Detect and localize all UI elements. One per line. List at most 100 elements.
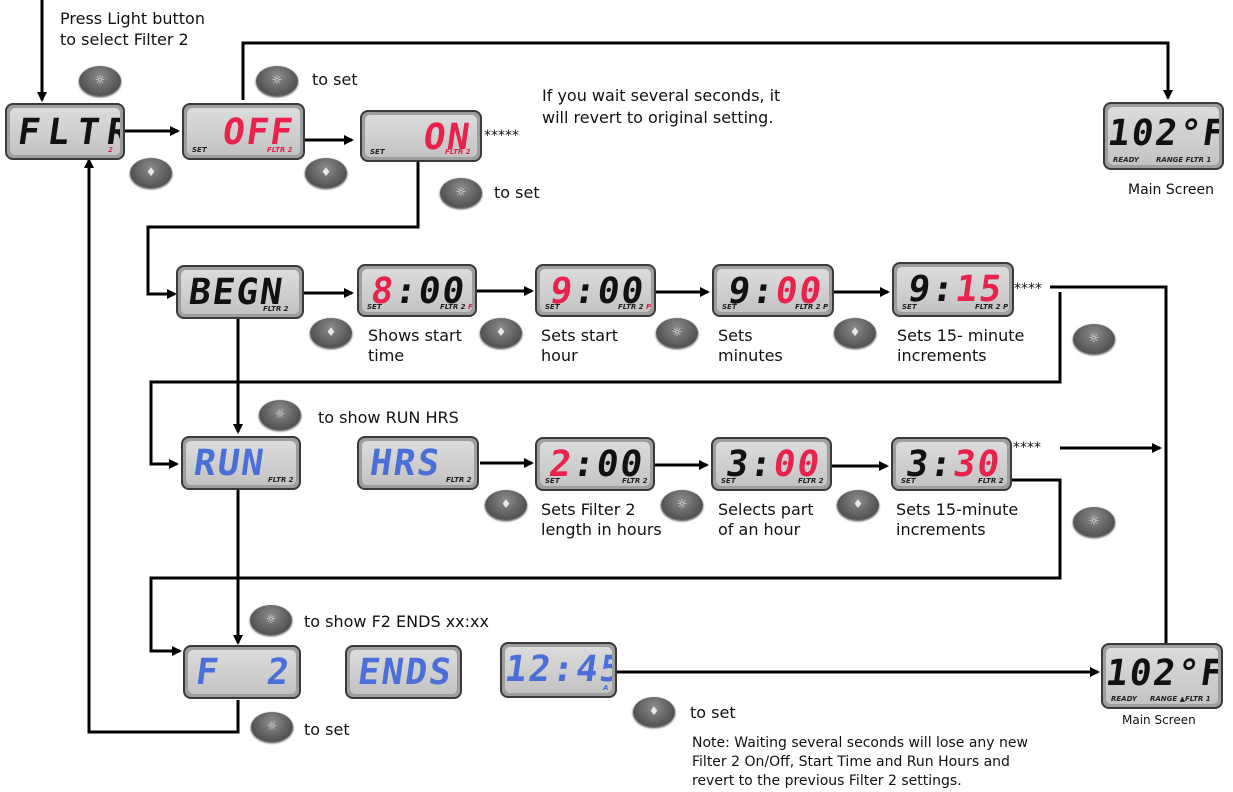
light-button[interactable]: ☼ (250, 605, 292, 635)
filter-indicator: FLTR 2 (795, 303, 821, 311)
arrow-on-begn (146, 160, 420, 299)
caption-filter-len-1: Sets Filter 2 (541, 500, 636, 519)
caption-shows-start-2: time (368, 346, 405, 365)
temp-button[interactable]: ♦ (633, 697, 675, 727)
sun-icon: ☼ (1088, 331, 1100, 345)
set-indicator: SET (722, 303, 737, 311)
main-screen-label-bottom: Main Screen (1122, 713, 1196, 727)
display-hours-200: 2:00 SET FLTR 2 (535, 437, 655, 491)
display-ends: ENDS (345, 645, 462, 699)
ready-indicator: READY (1113, 156, 1139, 164)
light-button[interactable]: ☼ (1073, 324, 1115, 354)
display-hours-300: 3:00 SET FLTR 2 (711, 437, 832, 491)
asterisks-915: **** (1014, 281, 1042, 297)
filter-indicator: FLTR 2 (440, 303, 466, 311)
range-indicator: RANGE ▲FLTR 1 (1150, 695, 1211, 703)
to-set-label-4: to set (690, 703, 736, 722)
asterisks-330: **** (1013, 440, 1041, 456)
temp-button[interactable]: ♦ (310, 318, 352, 348)
display-time-900-minutes: 9:00 SET FLTR 2 P (712, 264, 834, 317)
caption-part-hour-1: Selects part (718, 500, 814, 519)
pm-indicator: P (1003, 303, 1009, 311)
set-indicator: SET (545, 477, 560, 485)
sun-icon: ☼ (671, 325, 683, 339)
display-hours-330: 3:30 SET FLTR 2 (891, 437, 1012, 491)
caption-part-hour-2: of an hour (718, 520, 801, 539)
temp-button[interactable]: ♦ (485, 490, 527, 520)
filter-indicator: FLTR 2 (618, 303, 644, 311)
filter-indicator: FLTR 2 (978, 477, 1004, 485)
temp-button[interactable]: ♦ (130, 158, 172, 188)
drop-icon: ♦ (495, 325, 507, 339)
set-indicator: SET (370, 148, 385, 156)
sun-icon: ☼ (94, 73, 106, 87)
light-button[interactable]: ☼ (251, 712, 293, 742)
caption-start-hour-1: Sets start (541, 326, 618, 345)
display-begn: BEGN FLTR 2 (176, 265, 304, 319)
filter-indicator: FLTR 2 (446, 476, 472, 484)
display-text: 12:45 (505, 649, 612, 690)
to-set-label-1: to set (312, 70, 358, 89)
temp-button[interactable]: ♦ (480, 318, 522, 348)
drop-icon: ♦ (145, 165, 157, 179)
wait-note-2: will revert to original setting. (542, 108, 774, 127)
sun-icon: ☼ (274, 407, 286, 421)
range-indicator: RANGE FLTR 1 (1156, 156, 1212, 164)
filter-indicator: FLTR 2 (268, 476, 294, 484)
sun-icon: ☼ (1088, 514, 1100, 528)
to-show-run-hrs: to show RUN HRS (318, 408, 459, 427)
display-f2: F 2 (183, 645, 301, 699)
temp-button[interactable]: ♦ (837, 490, 879, 520)
filter-indicator: 2 (108, 146, 113, 154)
asterisks-on: ***** (484, 128, 519, 144)
light-button[interactable]: ☼ (440, 178, 482, 208)
light-button[interactable]: ☼ (656, 318, 698, 348)
drop-icon: ♦ (849, 325, 861, 339)
set-indicator: SET (721, 477, 736, 485)
display-text: F 2 (193, 652, 294, 693)
temp-button[interactable]: ♦ (834, 318, 876, 348)
display-time-900-hour: 9:00 SET FLTR 2 P (535, 264, 656, 317)
am-indicator: A (603, 684, 609, 692)
light-button[interactable]: ☼ (79, 66, 121, 96)
light-button[interactable]: ☼ (259, 400, 301, 430)
filter-indicator: FLTR 2 (267, 146, 293, 154)
sun-icon: ☼ (676, 497, 688, 511)
ready-indicator: READY (1111, 695, 1137, 703)
set-indicator: SET (367, 303, 382, 311)
display-text: HRS (367, 443, 444, 484)
display-text: FLTR (15, 112, 120, 153)
note-line-3: revert to the previous Filter 2 settings… (692, 773, 962, 789)
note-line-2: Filter 2 On/Off, Start Time and Run Hour… (692, 754, 1010, 770)
caption-shows-start-1: Shows start (368, 326, 462, 345)
pm-indicator: P (823, 303, 829, 311)
drop-icon: ♦ (500, 497, 512, 511)
display-off: OFF SET FLTR 2 (182, 103, 305, 160)
display-main-bottom: 102°F READY RANGE ▲FLTR 1 (1101, 643, 1223, 709)
caption-start-hour-2: hour (541, 346, 578, 365)
display-text: ENDS (355, 652, 456, 693)
light-button[interactable]: ☼ (1073, 507, 1115, 537)
set-indicator: SET (902, 303, 917, 311)
temp-button[interactable]: ♦ (305, 158, 347, 188)
display-end-time: 12:45 A (500, 642, 617, 698)
caption-15min-2: increments (897, 346, 987, 365)
press-light-label-2: to select Filter 2 (60, 30, 189, 49)
caption-filter-len-2: length in hours (541, 520, 662, 539)
caption-15min-1: Sets 15- minute (897, 326, 1025, 345)
sun-icon: ☼ (265, 612, 277, 626)
display-text: RUN (191, 443, 268, 484)
drop-icon: ♦ (320, 165, 332, 179)
filter-indicator: FLTR 2 (622, 477, 648, 485)
arrow-915-main (1050, 285, 1171, 672)
drop-icon: ♦ (852, 497, 864, 511)
sun-icon: ☼ (455, 185, 467, 199)
sun-icon: ☼ (266, 719, 278, 733)
drop-icon: ♦ (648, 704, 660, 718)
filter-indicator: FLTR 2 (798, 477, 824, 485)
light-button[interactable]: ☼ (256, 66, 298, 96)
drop-icon: ♦ (325, 325, 337, 339)
light-button[interactable]: ☼ (661, 490, 703, 520)
display-text: 102°F (1108, 113, 1219, 154)
